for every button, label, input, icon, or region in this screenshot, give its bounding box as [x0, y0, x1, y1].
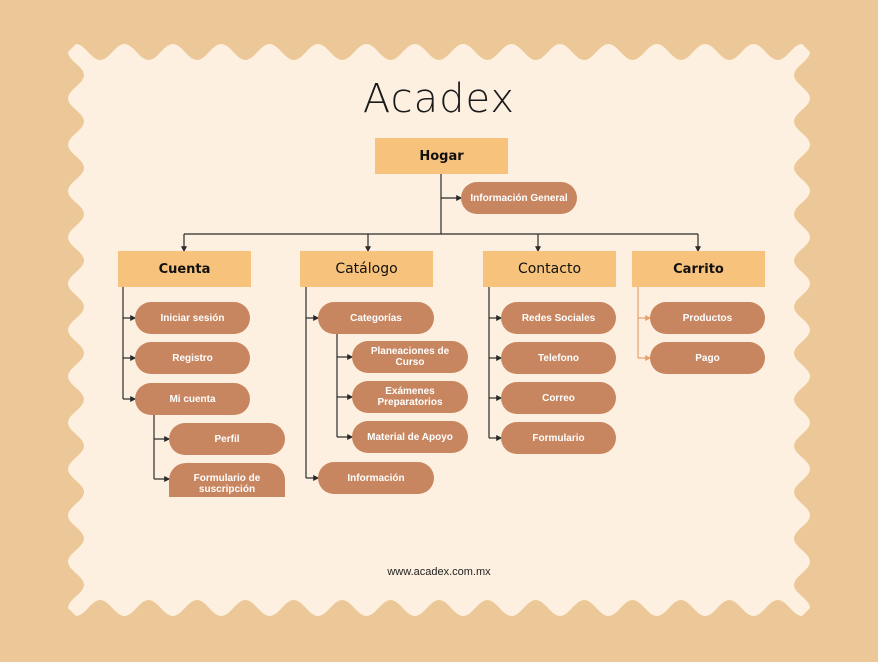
website-url: www.acadex.com.mx	[387, 566, 491, 578]
node-productos: Productos	[650, 302, 765, 334]
node-carrito: Carrito	[632, 251, 765, 287]
node-mi-cuenta: Mi cuenta	[135, 383, 250, 415]
node-formulario-suscripcion: Formulario de suscripción	[169, 463, 285, 497]
node-informacion: Información	[318, 462, 434, 494]
node-registro: Registro	[135, 342, 250, 374]
node-contacto: Contacto	[483, 251, 616, 287]
node-informacion-general: Información General	[461, 182, 577, 214]
node-planeaciones-curso: Planeaciones de Curso	[352, 341, 468, 373]
node-cuenta: Cuenta	[118, 251, 251, 287]
node-perfil: Perfil	[169, 423, 285, 455]
node-telefono: Telefono	[501, 342, 616, 374]
node-catalogo: Catálogo	[300, 251, 433, 287]
node-hogar: Hogar	[375, 138, 508, 174]
node-examenes-preparatorios: Exámenes Preparatorios	[352, 381, 468, 413]
node-redes-sociales: Redes Sociales	[501, 302, 616, 334]
node-material-apoyo: Material de Apoyo	[352, 421, 468, 453]
node-pago: Pago	[650, 342, 765, 374]
page-title: Acadex	[362, 76, 516, 122]
node-categorias: Categorías	[318, 302, 434, 334]
node-correo: Correo	[501, 382, 616, 414]
node-formulario: Formulario	[501, 422, 616, 454]
node-iniciar-sesion: Iniciar sesión	[135, 302, 250, 334]
